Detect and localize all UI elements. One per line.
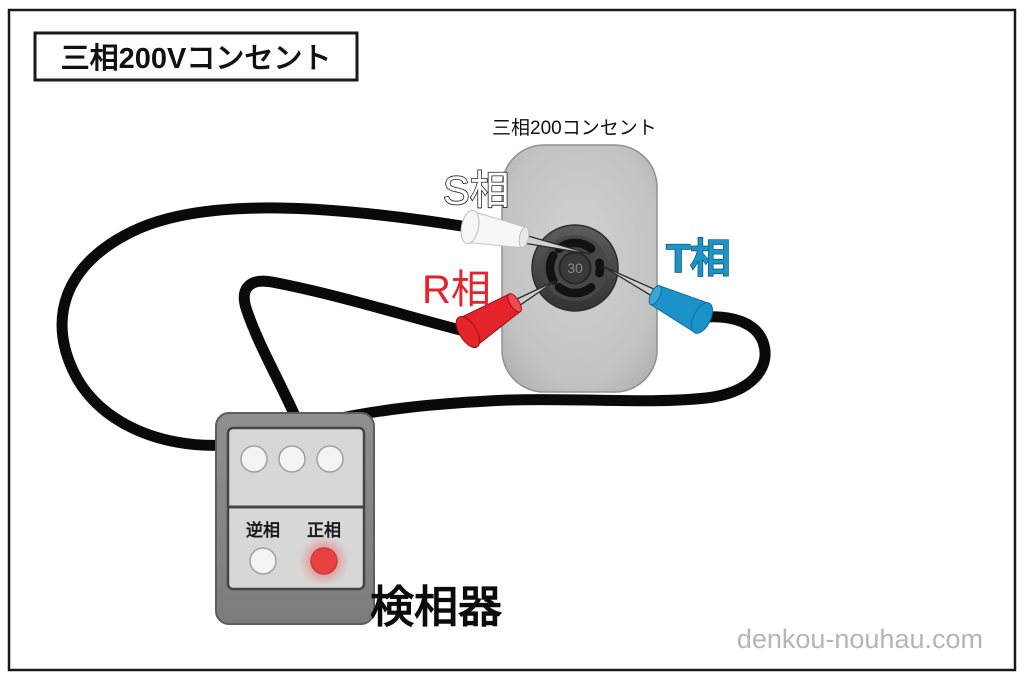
tester-terminal-2: [278, 445, 306, 473]
phase-tester: 逆相 正相: [215, 412, 375, 625]
probe-t-collar: [648, 285, 662, 306]
normal-phase-lamp: [310, 547, 338, 575]
r-phase-label: R相: [422, 268, 491, 312]
receptacle-hub: [558, 251, 592, 285]
receptacle: 30: [531, 224, 619, 312]
watermark: denkou-nouhau.com: [737, 624, 983, 654]
lead-t-phase: [301, 311, 771, 432]
slot-left: [545, 251, 558, 285]
probe-r-phase: [455, 280, 556, 349]
slot-right: [595, 258, 605, 278]
lead-r-phase: [238, 275, 474, 431]
test-leads: [56, 202, 771, 451]
reverse-phase-lamp: [249, 547, 277, 575]
t-phase-label: T相: [666, 237, 730, 281]
probe-s-flange: [460, 209, 480, 245]
probe-s-collar: [518, 226, 530, 249]
lead-s-phase: [56, 202, 474, 451]
probe-s-phase: [460, 209, 592, 255]
receptacle-rating: 30: [567, 260, 583, 276]
normal-phase-label: 正相: [307, 520, 341, 540]
tester-caption: 検相器: [370, 583, 503, 632]
outlet-label: 三相200コンセント: [492, 117, 657, 139]
slot-bottom: [554, 282, 596, 298]
reverse-phase-label: 逆相: [246, 520, 280, 540]
page-title: 三相200Vコンセント: [61, 42, 332, 75]
probe-t-phase: [603, 266, 714, 334]
tester-terminal-1: [240, 445, 268, 473]
title-box: [33, 31, 359, 82]
s-phase-label: S相: [443, 169, 510, 213]
tester-terminal-3: [316, 445, 344, 473]
probe-r-flange: [455, 315, 481, 349]
probe-r-collar: [507, 293, 522, 313]
probe-t-flange: [690, 302, 714, 334]
